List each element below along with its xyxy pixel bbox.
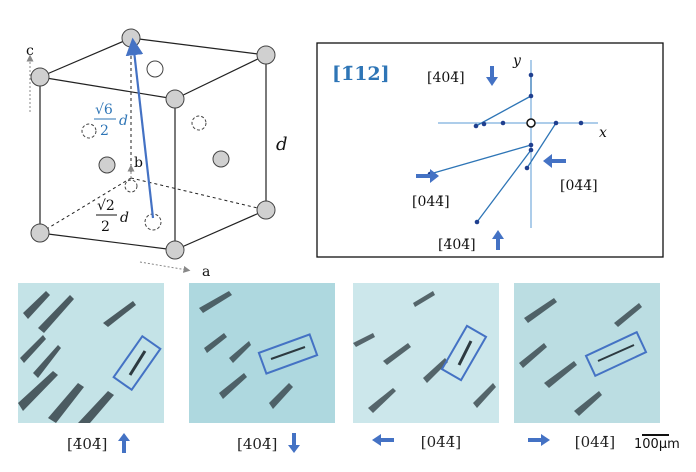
- arrow-down-icon: [486, 66, 498, 86]
- highlight-box: [112, 334, 162, 392]
- right-face-atom: [212, 150, 230, 168]
- micrograph-3: [353, 283, 499, 423]
- label-right: [04̄4̄]: [560, 178, 598, 194]
- scale-bar-line: [642, 434, 669, 436]
- axis-c-label: c: [26, 43, 34, 59]
- x-axis-label: x: [599, 125, 607, 141]
- caption-micrograph-3: [04̄4̄]: [372, 433, 461, 451]
- arrow-left-icon: [543, 154, 566, 168]
- diag-blue-d: d: [119, 113, 128, 129]
- cube-edges: [39, 37, 267, 251]
- arrow-up-icon: [492, 230, 504, 250]
- label-top: [404̄]: [427, 70, 465, 86]
- micrograph-2: [189, 283, 335, 423]
- caption-4-text: [044̄]: [574, 433, 616, 451]
- y-axis-label: y: [512, 53, 522, 69]
- axis-a-arrow: [139, 261, 191, 273]
- projection-points: [427, 72, 584, 225]
- micrograph-1: [18, 283, 164, 423]
- caption-micrograph-4: [044̄]: [528, 433, 615, 451]
- projection-origin: [526, 118, 536, 128]
- diag-face-d: d: [120, 210, 129, 226]
- arrow-left-icon: [372, 434, 394, 446]
- projection-diagram: [1̄12] y x [404̄] [04̄4̄] [044̄] [4̄04̄]: [316, 42, 664, 258]
- label-bottom: [4̄04̄]: [438, 237, 476, 253]
- b-axis-atom-hidden: [124, 179, 138, 193]
- body-diagonal-arrow: [125, 37, 155, 219]
- arrow-right-icon: [528, 434, 550, 446]
- caption-1-text: [4̄04̄]: [67, 435, 108, 453]
- axis-b-label: b: [134, 155, 143, 171]
- highlight-box: [584, 330, 648, 378]
- diag-face-den: 2: [101, 219, 110, 235]
- label-left: [044̄]: [412, 194, 450, 210]
- diag-face-sqrt: √2: [97, 198, 115, 214]
- front-face-atom: [98, 156, 116, 174]
- back-face-atom-hidden: [191, 115, 207, 131]
- top-face-atom: [146, 60, 164, 78]
- caption-micrograph-1: [4̄04̄]: [67, 433, 131, 453]
- projection-traces: [429, 75, 557, 223]
- axis-a-label: a: [202, 264, 210, 280]
- micrograph-4: [514, 283, 660, 423]
- caption-micrograph-2: [404̄]: [237, 433, 301, 453]
- left-face-atom-hidden: [81, 123, 97, 139]
- highlight-box: [257, 333, 319, 375]
- crystal-cube-diagram: c b a d √6 2 d √2 2 d: [26, 28, 288, 280]
- edge-d-label: d: [276, 134, 288, 155]
- diag-blue-den: 2: [100, 123, 109, 139]
- arrow-down-icon: [288, 433, 301, 453]
- caption-2-text: [404̄]: [237, 435, 278, 453]
- cube-hidden-edges: [39, 38, 267, 234]
- scale-bar-label: 100μm: [634, 437, 680, 452]
- highlight-box: [440, 324, 488, 382]
- caption-3-text: [04̄4̄]: [420, 433, 462, 451]
- diag-blue-sqrt: √6: [95, 102, 113, 118]
- arrow-up-icon: [118, 433, 131, 453]
- arrow-right-icon: [416, 169, 439, 183]
- projection-title: [1̄12]: [332, 63, 390, 85]
